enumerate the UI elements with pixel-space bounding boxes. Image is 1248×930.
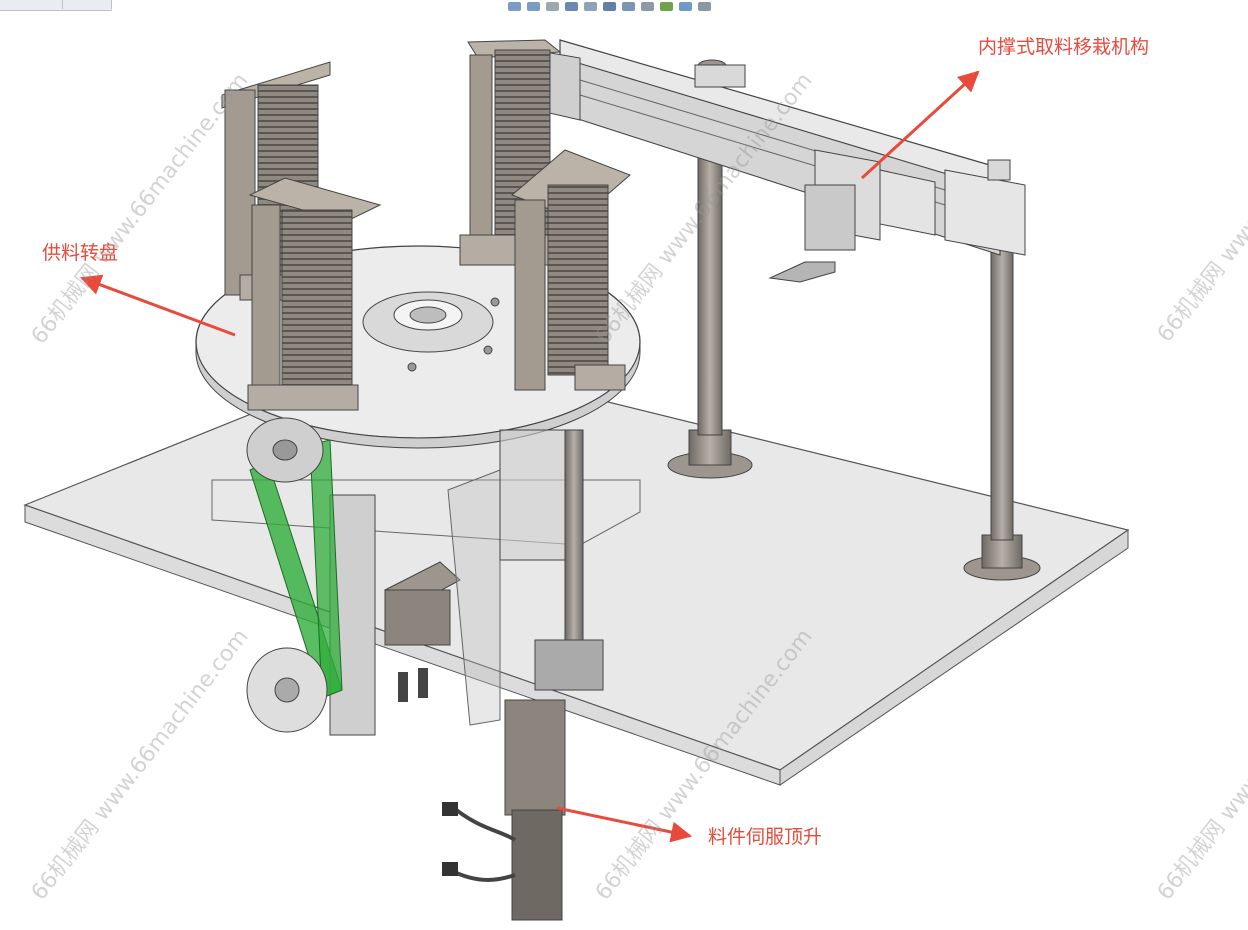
display-style-icon[interactable] — [622, 1, 635, 11]
magazine-stack-front-right — [511, 149, 631, 391]
lift-arrow — [556, 806, 693, 843]
window-tab-strip — [0, 0, 112, 11]
section-view-icon[interactable] — [565, 1, 578, 11]
zoom-area-icon[interactable] — [527, 1, 540, 11]
apply-scene-icon[interactable] — [679, 1, 692, 11]
transfer-mechanism — [544, 39, 1026, 283]
view-settings-icon[interactable] — [698, 1, 711, 11]
label-transfer-mechanism: 内撑式取料移栽机构 — [978, 36, 1150, 58]
previous-view-icon[interactable] — [546, 1, 559, 11]
edit-appearance-icon[interactable] — [660, 1, 673, 11]
window-tab[interactable] — [63, 0, 112, 9]
hide-show-icon[interactable] — [641, 1, 654, 11]
turntable-arrow — [80, 274, 236, 337]
label-servo-lift: 料件伺服顶升 — [708, 826, 823, 848]
label-feed-turntable: 供料转盘 — [42, 242, 119, 264]
servo-motor — [384, 561, 461, 702]
support-post-front — [667, 154, 753, 479]
support-post-rear — [963, 244, 1041, 581]
belt-drive — [246, 417, 376, 736]
zoom-fit-icon[interactable] — [508, 1, 521, 11]
view-orientation-icon[interactable] — [603, 1, 616, 11]
window-tab[interactable] — [0, 0, 63, 9]
servo-lift-column — [442, 429, 604, 921]
view-toolbar — [508, 0, 838, 12]
transfer-arrow — [860, 70, 980, 180]
magazine-stack-front-left — [247, 177, 382, 411]
dynamic-annotation-icon[interactable] — [584, 1, 597, 11]
